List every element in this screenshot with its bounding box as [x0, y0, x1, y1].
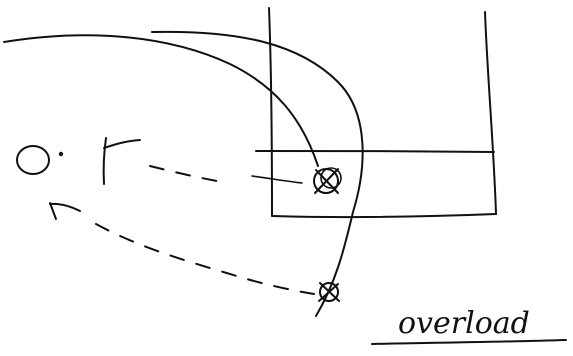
upper-dashed-path: [150, 166, 222, 182]
entry-stub-line: [252, 176, 302, 183]
upper-arrow-marker: [104, 138, 140, 184]
lower-dashed-path: [96, 224, 314, 294]
container-inner-line: [256, 151, 494, 152]
container-bottom: [272, 214, 496, 217]
overload-label: overload: [398, 306, 530, 341]
player-circle-marker: [17, 146, 63, 174]
second-target-marker: [319, 283, 339, 301]
container-right-wall: [485, 12, 496, 214]
container-left-wall: [269, 8, 272, 216]
lower-arrow-marker: [50, 203, 80, 219]
first-target-marker: [314, 168, 341, 193]
